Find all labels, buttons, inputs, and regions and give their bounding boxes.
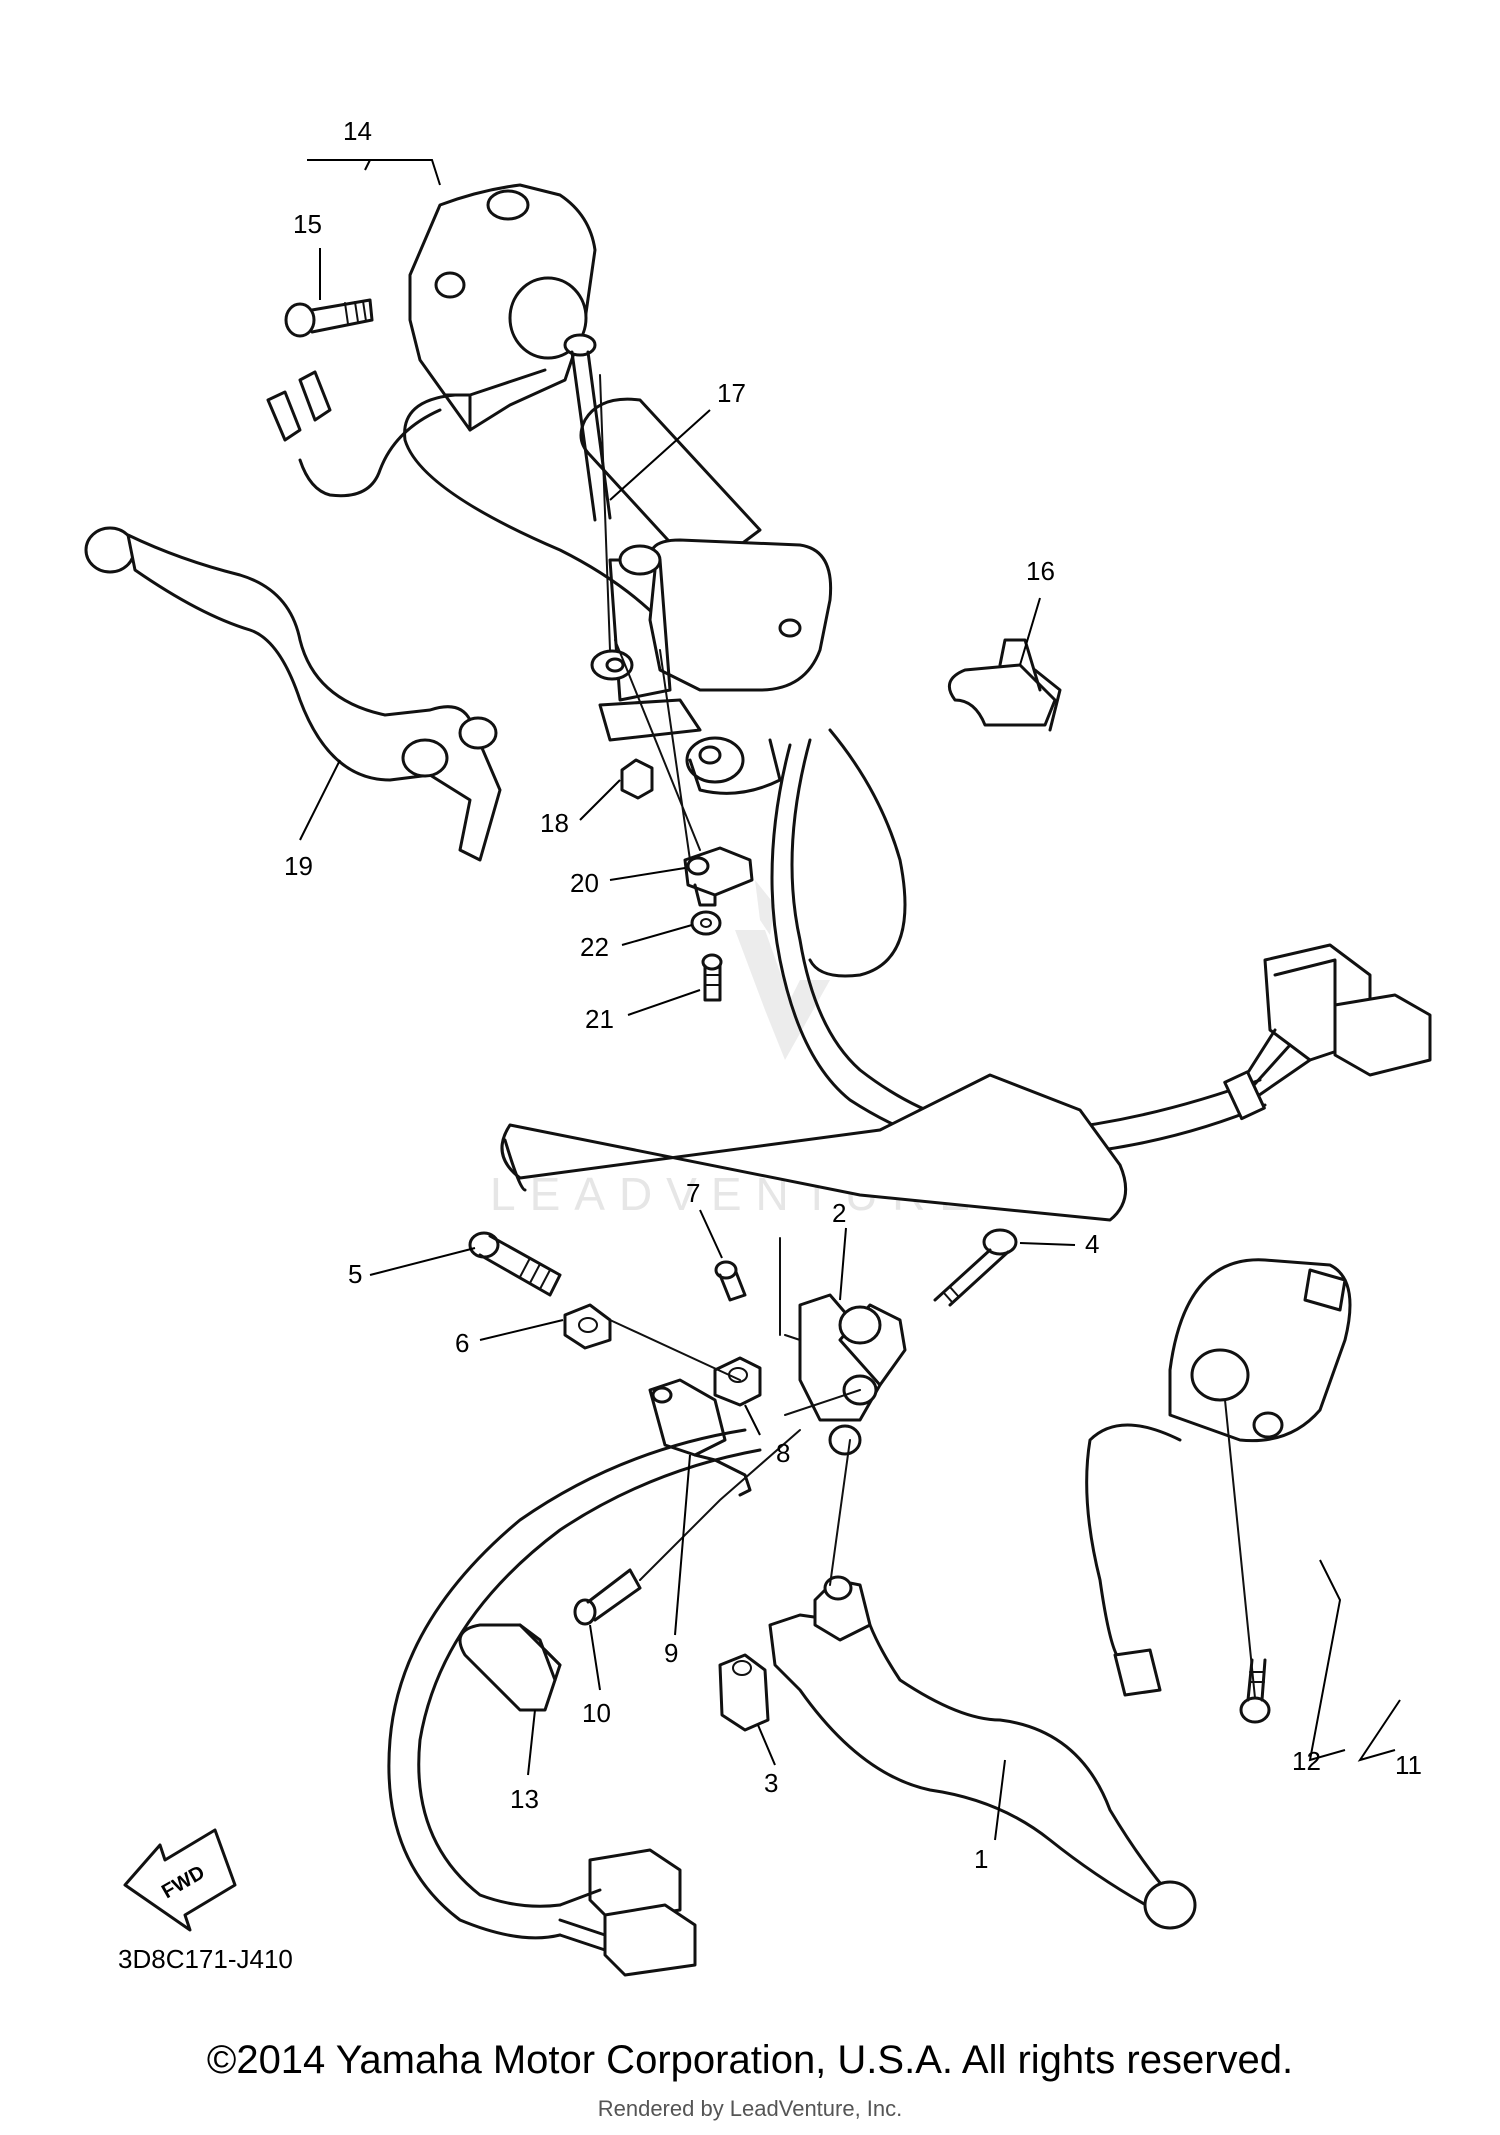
- clutch-pivot-bolt-part: [933, 1228, 1018, 1307]
- callout-3: 3: [764, 1768, 778, 1798]
- callout-1: 1: [974, 1844, 988, 1874]
- callout-9: 9: [664, 1638, 678, 1668]
- lower-assembly: [387, 1073, 1352, 1977]
- clutch-switch-screw-part: [573, 1568, 642, 1626]
- clutch-cable: [387, 1428, 747, 1940]
- left-handlebar-switch-part: [1168, 1258, 1352, 1443]
- holder-screw-part: [714, 1260, 747, 1302]
- front-brake-switch-part: [683, 846, 754, 907]
- callout-20: 20: [570, 868, 599, 898]
- left-switch-wire: [1085, 1423, 1182, 1662]
- switch-screw-lower-part: [701, 953, 723, 1002]
- brake-hose: [808, 728, 907, 978]
- callout-2: 2: [832, 1198, 846, 1228]
- callout-13: 13: [510, 1784, 539, 1814]
- switch-lead-terminals: [266, 390, 302, 442]
- wire-connector-upper: [1223, 943, 1432, 1121]
- callout-21: 21: [585, 1004, 614, 1034]
- front-brake-lever-part: [84, 526, 502, 862]
- callout-18: 18: [540, 808, 569, 838]
- callout-8: 8: [776, 1438, 790, 1468]
- callout-17: 17: [717, 378, 746, 408]
- upper-assembly: [84, 183, 1432, 1158]
- fwd-arrow-icon: [123, 1828, 237, 1932]
- hose-clamp-upper-part: [947, 638, 1062, 732]
- callout-6: 6: [455, 1328, 469, 1358]
- diagram-code: 3D8C171-J410: [118, 1944, 293, 1974]
- callout-leaders: [299, 159, 1401, 1841]
- callout-22: 22: [580, 932, 609, 962]
- right-handlebar-switch-part: [408, 183, 597, 432]
- switch-washer-part: [690, 910, 722, 936]
- callout-5: 5: [348, 1259, 362, 1289]
- clutch-lever-holder-part: [798, 1293, 907, 1456]
- holder-nut-part: [563, 1303, 612, 1350]
- rendered-by-credit: Rendered by LeadVenture, Inc.: [597, 2096, 903, 2121]
- callout-16: 16: [1026, 556, 1055, 586]
- clutch-pivot-collar-part: [718, 1653, 770, 1732]
- hose-clamp-lower-part: [458, 1623, 562, 1712]
- callout-12: 12: [1292, 1746, 1321, 1776]
- left-handlebar: [500, 1073, 1128, 1222]
- right-grip: [579, 397, 762, 577]
- holder-bolt-part: [468, 1231, 562, 1297]
- lever-pivot-bolt-part: [563, 333, 612, 522]
- lever-nut-part: [620, 758, 654, 800]
- master-cylinder: [590, 538, 833, 795]
- callout-15: 15: [293, 209, 322, 239]
- clutch-lever-collar-part: [713, 1356, 762, 1407]
- callout-19: 19: [284, 851, 313, 881]
- callout-11: 11: [1395, 1750, 1422, 1780]
- switch-wire: [403, 393, 662, 622]
- switch-screw-part: [284, 298, 374, 338]
- clutch-lever-part: [768, 1575, 1197, 1930]
- callout-10: 10: [582, 1698, 611, 1728]
- leadventure-watermark-logo: [735, 880, 830, 1060]
- callout-14: 14: [343, 116, 372, 146]
- wire-connector-lower: [558, 1848, 697, 1977]
- copyright-notice: ©2014 Yamaha Motor Corporation, U.S.A. A…: [206, 2038, 1294, 2082]
- callout-7: 7: [686, 1178, 700, 1208]
- callout-4: 4: [1085, 1229, 1099, 1259]
